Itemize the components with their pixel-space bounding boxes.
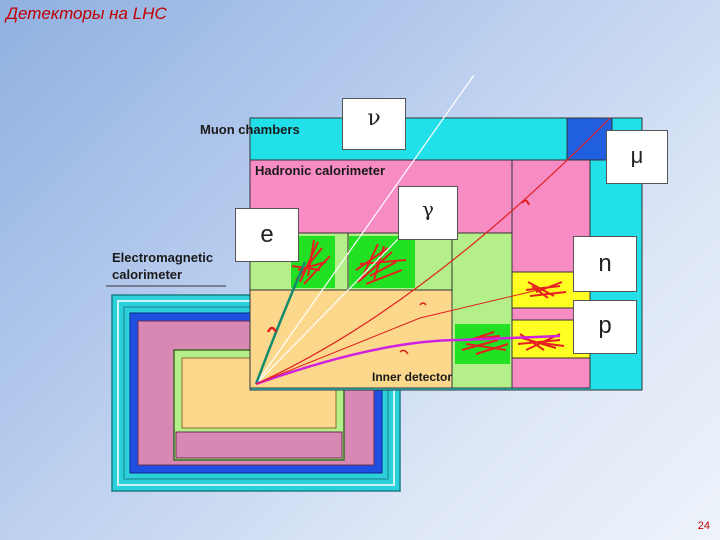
proton-symbol: p [598,312,612,339]
electron-track [254,261,307,385]
shower-marks [291,239,567,355]
muon-symbol: μ [630,143,644,168]
neutron-track [255,289,539,385]
neutrino-track [255,74,475,385]
gamma-symbol: γ [422,197,434,221]
muon-chambers-label: Muon chambers [200,122,300,137]
neutron-symbol: n [598,250,612,277]
neutrino-symbol: ν [367,106,381,131]
hadronic-calorimeter-label: Hadronic calorimeter [255,163,386,178]
particle-box-proton: p [573,300,637,354]
em-calorimeter-label-line2: calorimeter [112,267,183,282]
particle-box-muon: μ [606,130,668,184]
electron-symbol: e [260,221,274,248]
muon-track [255,117,611,385]
particle-box-electron: e [235,208,299,262]
particle-box-gamma: γ [398,186,458,240]
particle-box-neutron: n [573,236,637,292]
detector-cutaway [249,117,643,391]
slide-title: Детекторы на LHC [6,4,167,23]
proton-track [255,334,561,386]
em-calorimeter-label-line1: Electromagnetic [112,250,214,265]
particle-box-neutrino: ν [342,98,406,150]
page-number: 24 [697,520,710,532]
inner-detector-label: Inner detector [372,370,453,384]
